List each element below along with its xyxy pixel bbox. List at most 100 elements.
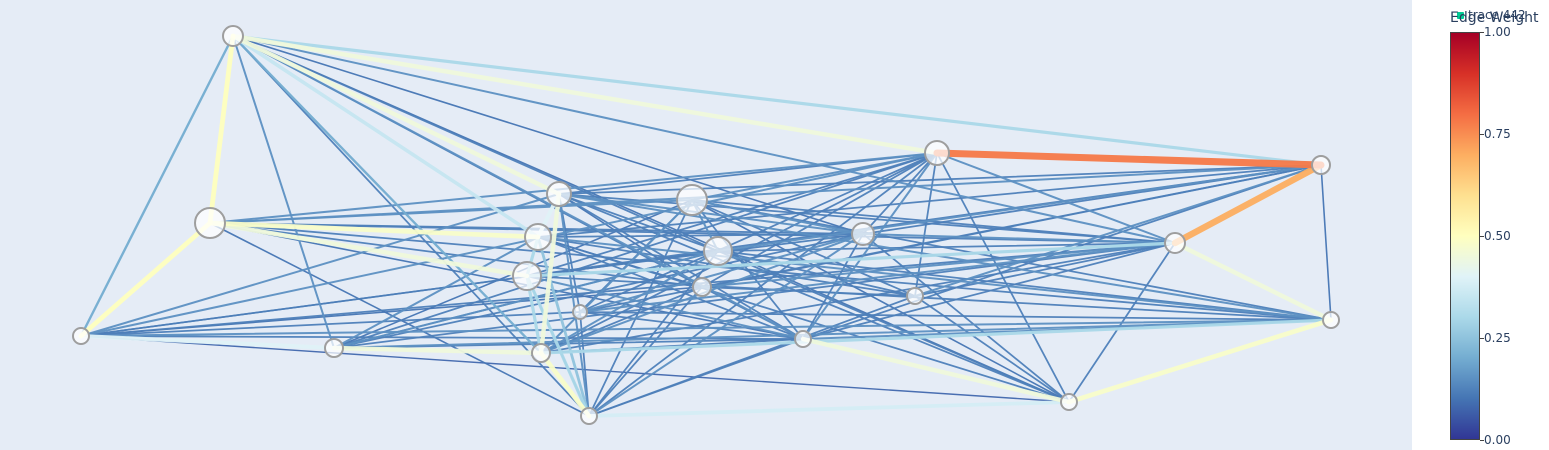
node[interactable] <box>1311 155 1331 175</box>
legend[interactable]: trace 442 <box>1457 8 1526 22</box>
colorbar-tick-label: 0.75 <box>1484 127 1511 141</box>
edge <box>558 193 590 417</box>
edge <box>80 319 1332 337</box>
node[interactable] <box>324 338 344 358</box>
node[interactable] <box>512 261 542 291</box>
edge <box>78 220 213 339</box>
edge <box>579 311 1332 321</box>
node[interactable] <box>703 236 733 266</box>
node[interactable] <box>572 304 588 320</box>
edge <box>80 152 938 337</box>
edge <box>691 199 1332 321</box>
edge <box>540 152 938 354</box>
edge <box>230 33 562 197</box>
colorbar-title: Edge Weight <box>1450 10 1539 26</box>
colorbar-tick-label: 0.25 <box>1484 331 1511 345</box>
edge <box>231 34 1323 167</box>
edge <box>691 199 864 235</box>
edge <box>588 233 864 417</box>
edge <box>331 345 544 356</box>
edge <box>231 34 543 355</box>
edge <box>207 220 541 240</box>
node[interactable] <box>531 343 551 363</box>
edge <box>588 152 938 417</box>
edge <box>579 152 938 313</box>
edge <box>914 164 1322 297</box>
node[interactable] <box>692 277 712 297</box>
edge <box>701 242 1176 288</box>
edge <box>209 164 1322 224</box>
edge <box>933 149 1325 169</box>
edge <box>207 33 236 226</box>
edge <box>558 193 1070 403</box>
edge <box>230 33 940 156</box>
edge <box>691 199 1176 244</box>
edge <box>802 164 1322 340</box>
edge <box>209 222 804 340</box>
edge <box>231 34 540 239</box>
edge <box>587 400 1071 418</box>
edges-layer <box>78 33 1334 419</box>
colorbar-tick-mark <box>1480 440 1484 441</box>
colorbar-tick-label: 0.00 <box>1484 433 1511 447</box>
edge <box>209 222 590 417</box>
edge <box>800 336 1072 405</box>
colorbar-tick-mark <box>1480 32 1484 33</box>
edge <box>914 295 1070 403</box>
colorbar-tick-label: 0.50 <box>1484 229 1511 243</box>
edge <box>209 222 1176 244</box>
node[interactable] <box>924 140 950 166</box>
edge <box>333 319 1332 349</box>
legend-swatch <box>1457 11 1464 19</box>
edge <box>936 152 1176 244</box>
node[interactable] <box>851 222 875 246</box>
colorbar-tick-label: 1.00 <box>1484 25 1511 39</box>
legend-label: trace 442 <box>1468 8 1526 22</box>
edge <box>579 311 804 340</box>
edge <box>540 199 693 354</box>
edge <box>558 193 703 288</box>
edge <box>232 35 335 349</box>
node[interactable] <box>194 207 226 239</box>
edge <box>537 236 1332 321</box>
edge <box>232 35 864 235</box>
edge <box>862 152 938 235</box>
node[interactable] <box>222 25 244 47</box>
node[interactable] <box>1060 393 1078 411</box>
edge <box>525 274 591 418</box>
edge <box>802 233 864 340</box>
edge <box>558 164 1322 195</box>
edge <box>333 233 864 349</box>
node[interactable] <box>794 330 812 348</box>
node[interactable] <box>1164 232 1186 254</box>
edge <box>802 152 938 340</box>
edge <box>579 233 864 313</box>
edge <box>209 152 938 224</box>
node[interactable] <box>1322 311 1340 329</box>
edge <box>232 35 1176 244</box>
edge <box>579 242 1176 313</box>
edge <box>588 199 693 417</box>
edge <box>717 164 1322 252</box>
colorbar <box>1450 32 1480 440</box>
edge <box>538 350 592 419</box>
edge <box>540 242 1176 354</box>
edge <box>717 242 1176 252</box>
edge <box>538 191 562 356</box>
node[interactable] <box>906 287 924 305</box>
colorbar-tick-mark <box>1480 338 1484 339</box>
edge <box>1320 164 1332 321</box>
edge <box>207 220 530 279</box>
node[interactable] <box>524 223 552 251</box>
node[interactable] <box>546 181 572 207</box>
node[interactable] <box>676 184 708 216</box>
colorbar-tick-mark <box>1480 236 1484 237</box>
edge <box>525 241 1177 278</box>
edge <box>558 193 864 235</box>
node[interactable] <box>72 327 90 345</box>
edge <box>333 236 539 349</box>
edge <box>862 233 1070 403</box>
node[interactable] <box>580 407 598 425</box>
edge <box>526 233 864 277</box>
